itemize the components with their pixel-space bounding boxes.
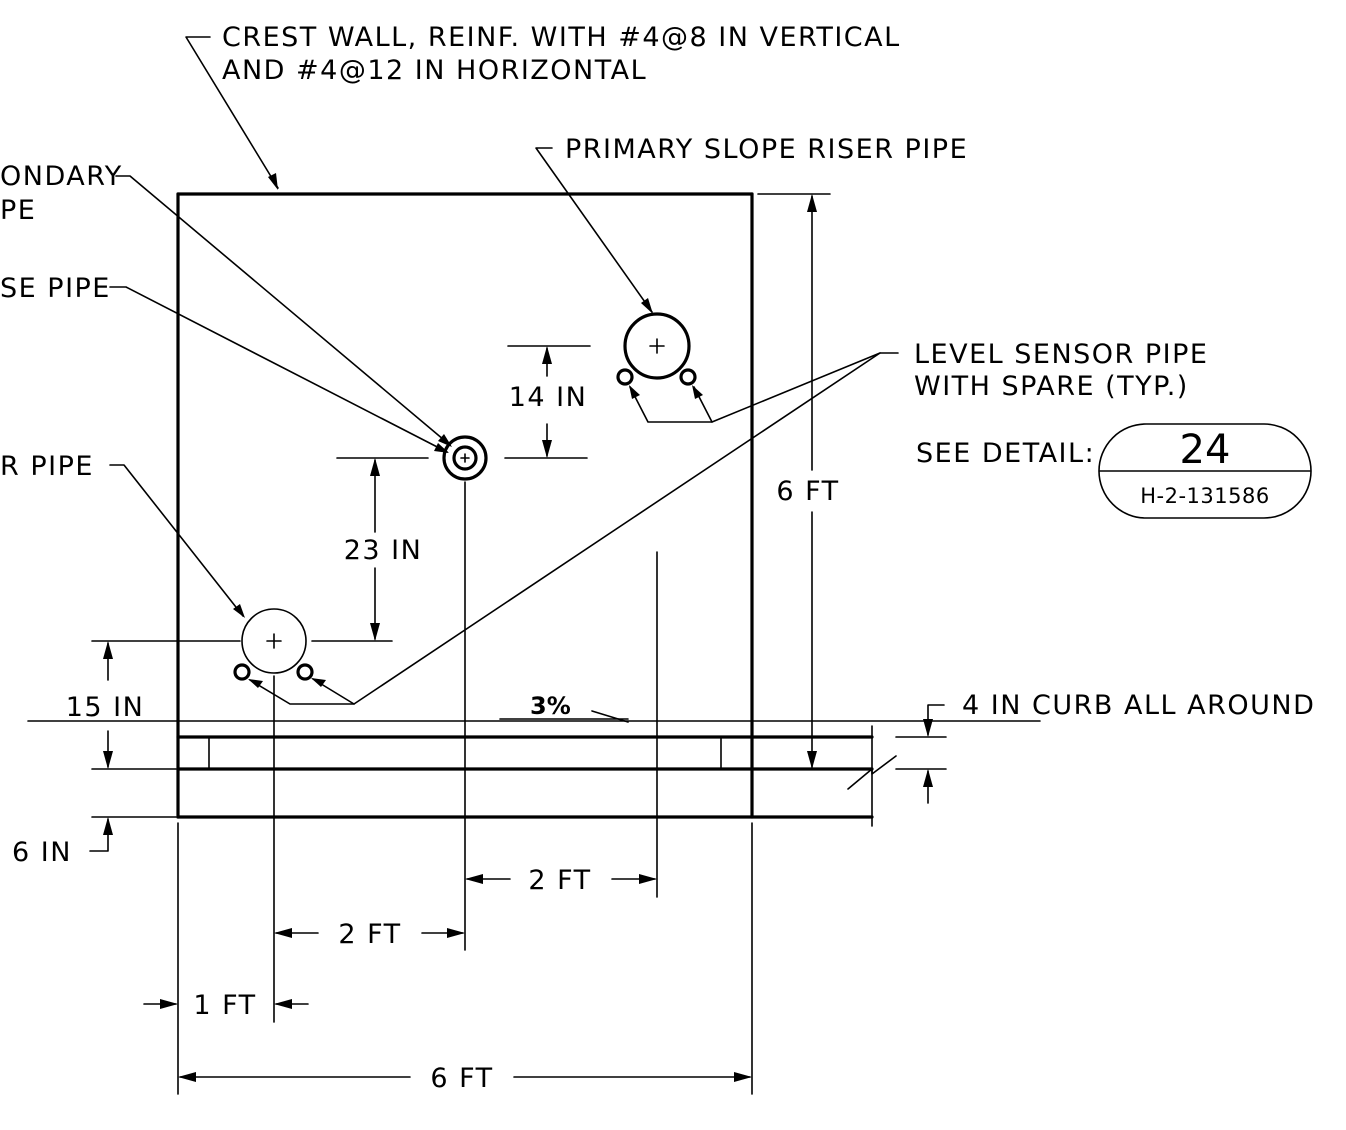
dimension-15-in: 15 IN <box>66 692 145 723</box>
slope-label: 3% <box>530 692 571 720</box>
detail-callout <box>1098 423 1312 519</box>
primary-slope-riser-pipe <box>616 312 697 386</box>
crest-wall-outline <box>176 192 754 819</box>
curb-label: 4 IN CURB ALL AROUND <box>962 690 1315 721</box>
detail-number: 24 <box>1180 427 1231 473</box>
dimension-2-ft-lower: 2 FT <box>338 919 401 950</box>
level-sensor-label-line2: WITH SPARE (TYP.) <box>914 371 1189 402</box>
dimension-6-ft-horizontal: 6 FT <box>430 1063 493 1094</box>
drainage-pipe <box>442 435 488 481</box>
se-pipe-label: SE PIPE <box>0 273 111 304</box>
dimension-14-in: 14 IN <box>509 382 588 413</box>
dimension-23-in: 23 IN <box>344 535 423 566</box>
see-detail-label: SEE DETAIL: <box>916 438 1095 469</box>
dimension-2-ft-upper: 2 FT <box>528 865 591 896</box>
secondary-riser-pipe <box>233 608 314 681</box>
secondary-pipe-label-line1: ONDARY <box>0 161 123 192</box>
leader-lines <box>109 36 899 705</box>
dimension-lines <box>89 193 947 1095</box>
primary-slope-riser-label: PRIMARY SLOPE RISER PIPE <box>565 134 968 165</box>
secondary-pipe-label-line2: PE <box>0 195 36 226</box>
crest-wall-label-line1: CREST WALL, REINF. WITH #4@8 IN VERTICAL <box>222 22 901 53</box>
curb-base <box>27 640 1041 827</box>
dimension-6-in: 6 IN <box>12 837 72 868</box>
level-sensor-label-line1: LEVEL SENSOR PIPE <box>914 339 1208 370</box>
r-pipe-label: R PIPE <box>0 451 94 482</box>
dimension-6-ft-vertical: 6 FT <box>776 476 839 507</box>
dimension-1-ft: 1 FT <box>193 990 256 1021</box>
detail-sheet-number: H-2-131586 <box>1140 484 1269 508</box>
crest-wall-label-line2: AND #4@12 IN HORIZONTAL <box>222 55 647 86</box>
